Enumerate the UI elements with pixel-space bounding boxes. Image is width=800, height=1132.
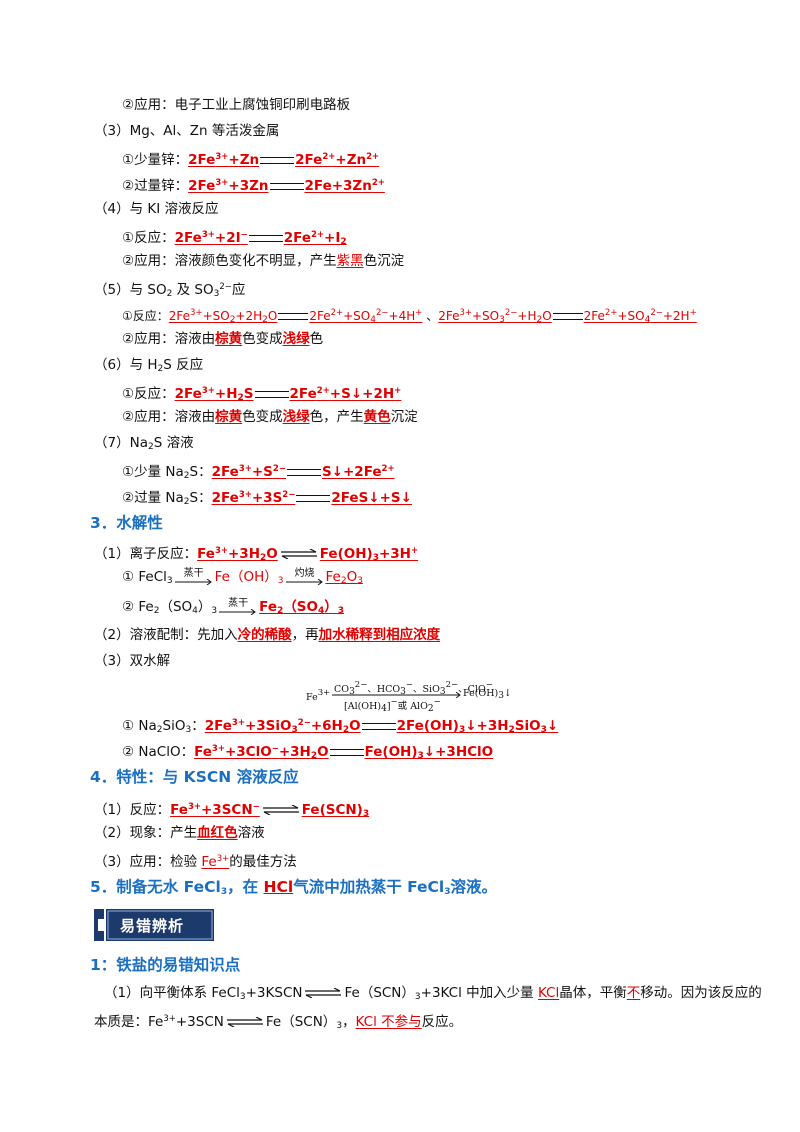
reaction-ki: ①反应：2Fe3++2I−2Fe2++I2 bbox=[122, 230, 347, 247]
reaction-na2s-small: ①少量 Na2S：2Fe3++S2−S↓+2Fe2+ bbox=[122, 464, 395, 481]
arrow-icon bbox=[219, 609, 256, 615]
application-so2: ②应用：溶液由棕黄色变成浅绿色 bbox=[122, 331, 324, 347]
arrow-icon bbox=[174, 579, 212, 585]
reversible-arrow-icon bbox=[280, 549, 317, 559]
scheme-product: Fe(OH)3↓ bbox=[463, 688, 512, 701]
section-5: （5）与 SO2 及 SO32−应 bbox=[94, 282, 246, 299]
heading-errors: 1：铁盐的易错知识点 bbox=[90, 956, 241, 974]
application-ki: ②应用：溶液颜色变化不明显，产生紫黑色沉淀 bbox=[122, 253, 405, 269]
heading-hydrolysis: 3．水解性 bbox=[90, 514, 163, 532]
scheme-arrow-icon bbox=[332, 692, 461, 698]
phenomenon-kscn: （2）现象：产生血红色溶液 bbox=[94, 825, 265, 841]
banner-icon bbox=[94, 909, 214, 941]
heading-anhydrous: 5．制备无水 FeCl3，在 HCl气流中加热蒸干 FeCl3溶液。 bbox=[90, 878, 498, 897]
banner-label: 易错辨析 bbox=[120, 917, 185, 935]
double-hydrolysis-label: （3）双水解 bbox=[94, 653, 171, 669]
section-4: （4）与 KI 溶液反应 bbox=[94, 201, 219, 217]
section-3: （3）Mg、Al、Zn 等活泼金属 bbox=[94, 123, 280, 139]
scheme-reactant: Fe3+ bbox=[306, 688, 331, 703]
heading-kscn: 4．特性：与 KSCN 溶液反应 bbox=[90, 768, 299, 786]
section-7: （7）Na2S 溶液 bbox=[94, 435, 194, 452]
reversible-arrow-icon bbox=[262, 805, 299, 815]
scheme-top-label: CO32−、HCO3−、SiO32−、ClO− bbox=[334, 680, 493, 697]
application-kscn: （3）应用：检验 Fe3+的最佳方法 bbox=[94, 854, 297, 870]
scheme-bottom-label: [Al(OH)4]−或 AlO2− bbox=[344, 697, 441, 714]
section-banner: 易错辨析 bbox=[94, 909, 214, 941]
section-6: （6）与 H2S 反应 bbox=[94, 357, 204, 374]
reversible-arrow-icon bbox=[305, 988, 342, 998]
reversible-arrow-icon bbox=[226, 1017, 263, 1027]
text-line: ②应用：电子工业上腐蚀铜印刷电路板 bbox=[122, 97, 351, 113]
application-h2s: ②应用：溶液由棕黄色变成浅绿色，产生黄色沉淀 bbox=[122, 409, 418, 425]
arrow-icon bbox=[285, 579, 323, 585]
solution-preparation: （2）溶液配制：先加入冷的稀酸，再加水稀释到相应浓度 bbox=[94, 627, 441, 643]
reaction-kscn: （1）反应：Fe3++3SCN−Fe(SCN)3 bbox=[94, 802, 370, 819]
reaction-na2s-excess: ②过量 Na2S：2Fe3++3S2−2FeS↓+S↓ bbox=[122, 490, 412, 507]
